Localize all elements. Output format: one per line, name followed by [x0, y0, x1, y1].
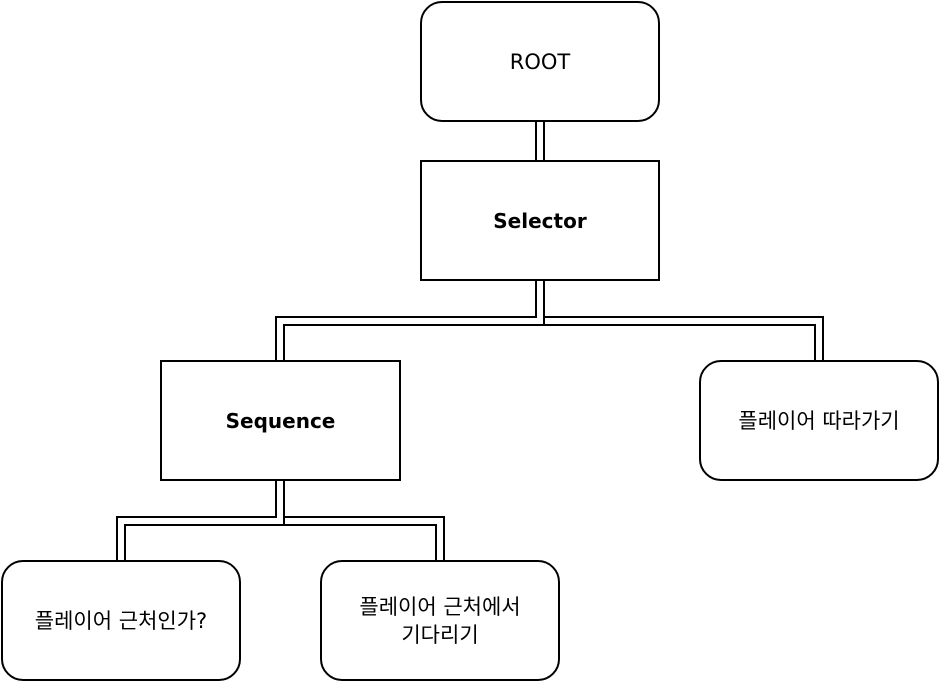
edge-selector-children [275, 281, 824, 360]
node-selector[interactable]: Selector [420, 160, 660, 281]
node-wait-near-player-label: 플레이어 근처에서 기다리기 [359, 594, 521, 647]
node-follow-player-label: 플레이어 따라가기 [738, 408, 900, 433]
node-root-label: ROOT [509, 49, 571, 74]
node-follow-player[interactable]: 플레이어 따라가기 [699, 360, 939, 481]
node-root[interactable]: ROOT [420, 1, 660, 122]
node-sequence[interactable]: Sequence [160, 360, 401, 481]
node-sequence-label: Sequence [225, 408, 336, 433]
edge-sequence-children [116, 481, 445, 560]
node-is-player-near-label: 플레이어 근처인가? [34, 608, 208, 633]
node-selector-label: Selector [493, 208, 587, 233]
edge-root-selector [535, 122, 545, 160]
node-wait-near-player[interactable]: 플레이어 근처에서 기다리기 [320, 560, 560, 681]
node-is-player-near[interactable]: 플레이어 근처인가? [1, 560, 241, 681]
